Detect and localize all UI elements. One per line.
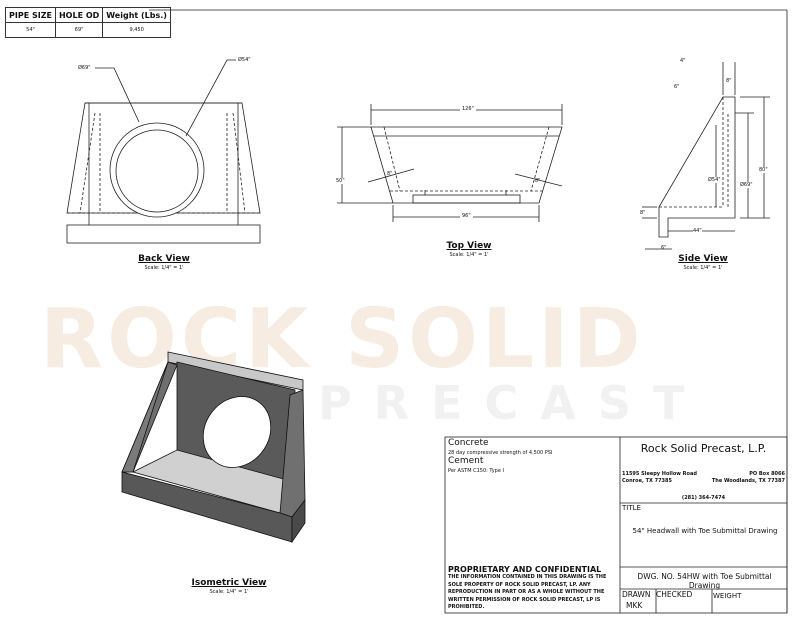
watermark-logo-subtext: PRECAST: [318, 376, 707, 430]
pipe-size-value: 54": [5, 22, 56, 38]
cement-text: Per ASTM C150: Type I: [448, 468, 504, 474]
iso-view-title: Isometric View: [191, 578, 267, 588]
phone-number: (281) 364-7474: [681, 495, 726, 501]
drawing-number: DWG. NO. 54HW with Toe Submittal Drawing: [637, 572, 772, 590]
header-hole-od: HOLE OD: [54, 7, 104, 23]
top-view-scale: Scale: 1/4" = 1': [449, 252, 489, 258]
drawn-label: DRAWN: [622, 590, 651, 599]
watermark-logo-text: ROCK SOLID: [40, 292, 645, 387]
proprietary-heading: PROPRIETARY AND CONFIDENTIAL: [448, 565, 602, 574]
concrete-heading: Concrete: [448, 438, 489, 448]
address-left-2: Conroe, TX 77385: [622, 478, 672, 484]
back-view-drawing: [66, 59, 261, 244]
side-wall-label: 8": [726, 78, 732, 84]
iso-view-scale: Scale: 1/4" = 1': [209, 589, 249, 595]
side-toe-length-label: 44": [693, 228, 702, 234]
weight-label: WEIGHT: [713, 592, 742, 600]
top-view-title: Top View: [446, 241, 492, 251]
company-name: Rock Solid Precast, L.P.: [640, 442, 767, 455]
side-cap-label: 6": [674, 84, 680, 90]
title-label: TITLE: [622, 504, 641, 512]
address-right-1: PO Box 8066: [749, 471, 785, 477]
weight-value: 9,450: [102, 22, 171, 38]
side-hole-inner-label: Ø54": [708, 177, 721, 183]
drawn-value: MKK: [626, 601, 643, 610]
header-pipe-size: PIPE SIZE: [5, 7, 56, 23]
proprietary-text: THE INFORMATION CONTAINED IN THIS DRAWIN…: [448, 574, 607, 610]
back-view-scale: Scale: 1/4" = 1': [144, 265, 184, 271]
side-toe-width-label: 6": [661, 245, 667, 251]
depth-label: 50": [336, 178, 345, 184]
side-view-drawing: [642, 62, 770, 250]
spec-table-header: PIPE SIZE HOLE OD Weight (Lbs.): [5, 7, 171, 23]
address-right-2: The Woodlands, TX 77387: [711, 478, 785, 484]
side-hole-outer-label: Ø69": [740, 182, 753, 188]
cement-heading: Cement: [448, 456, 484, 466]
title-block-frame: [444, 436, 788, 614]
wing-right-label: 8": [535, 178, 541, 184]
top-width-label: 126": [460, 106, 476, 112]
spec-table-row: 54" 69" 9,450: [5, 22, 171, 38]
back-inner-dia-label: Ø54": [238, 57, 251, 63]
side-toe-height-label: 8": [640, 210, 646, 216]
spec-table: PIPE SIZE HOLE OD Weight (Lbs.) 54" 69" …: [5, 7, 171, 38]
top-view-drawing: [337, 104, 563, 222]
back-outer-dia-label: Ø69": [78, 65, 91, 71]
hole-od-value: 69": [54, 22, 104, 38]
address-left-1: 11595 Sleepy Hollow Road: [622, 471, 697, 477]
side-top-width-label: 4": [680, 58, 686, 64]
wing-left-label: 8": [387, 171, 393, 177]
side-height-label: 80": [759, 167, 768, 173]
side-view-scale: Scale: 1/4" = 1': [683, 265, 723, 271]
side-view-title: Side View: [678, 254, 728, 264]
checked-label: CHECKED: [656, 590, 693, 599]
concrete-text: 28 day compressive strength of 4,500 PSI: [448, 450, 553, 456]
back-view-title: Back View: [138, 254, 190, 264]
isometric-view-drawing: [121, 351, 306, 544]
drawing-title: 54" Headwall with Toe Submittal Drawing: [632, 527, 778, 535]
header-weight: Weight (Lbs.): [102, 7, 171, 23]
bottom-width-label: 96": [460, 213, 473, 219]
